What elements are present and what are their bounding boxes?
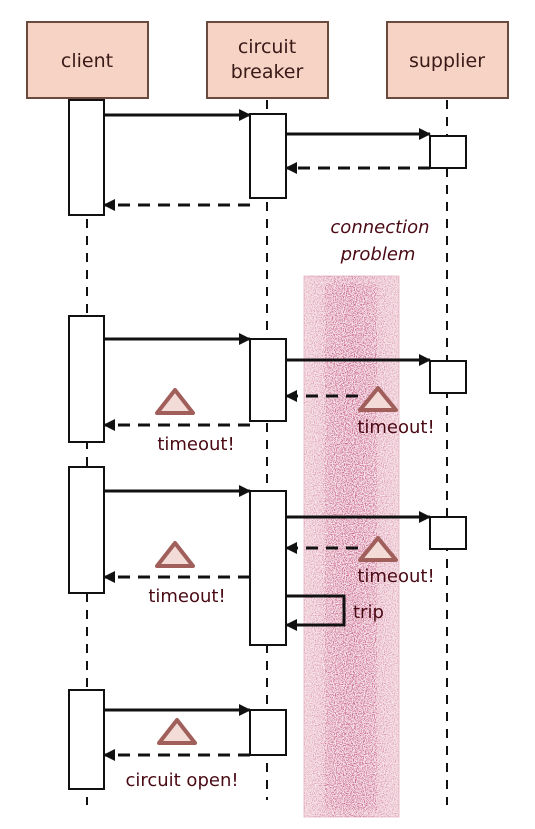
client-activation-2 [68, 315, 105, 443]
connection-problem-note-line2: problem [340, 244, 416, 265]
breaker-activation-3 [249, 490, 287, 646]
timeout-label-client-2: timeout! [157, 434, 234, 455]
activations [68, 99, 467, 790]
timeout-label-breaker-3: timeout! [357, 566, 434, 587]
warning-triangle-icon [155, 388, 195, 415]
supplier-activation-2 [429, 360, 467, 394]
participant-client-label: client [61, 50, 113, 72]
client-activation-4 [68, 689, 105, 790]
participant-client: client [26, 21, 149, 99]
breaker-activation-1 [249, 113, 287, 199]
trip-self-call [285, 594, 346, 631]
connection-problem-note-line1: connection [330, 217, 429, 238]
participant-circuit-breaker: circuit breaker [206, 21, 329, 99]
messages [103, 109, 431, 761]
supplier-activation-1 [429, 135, 467, 169]
participant-circuit-breaker-label-line2: breaker [231, 61, 304, 83]
warning-triangle-icon [157, 718, 197, 745]
trip-label: trip [353, 602, 384, 623]
participant-supplier: supplier [386, 21, 509, 99]
timeout-label-client-3: timeout! [148, 586, 225, 607]
circuit-open-label: circuit open! [125, 770, 238, 791]
participant-supplier-label: supplier [409, 50, 485, 72]
lifelines [86, 100, 448, 805]
supplier-activation-3 [429, 516, 467, 550]
warning-triangle-icon [155, 541, 195, 568]
timeout-label-breaker-2: timeout! [357, 417, 434, 438]
warning-triangle-icon [358, 536, 398, 562]
breaker-activation-2 [249, 338, 287, 422]
participant-circuit-breaker-label-line1: circuit [238, 36, 296, 58]
client-activation-1 [68, 99, 105, 216]
breaker-activation-4 [249, 709, 287, 756]
client-activation-3 [68, 466, 105, 594]
warning-triangle-icon [358, 386, 398, 412]
